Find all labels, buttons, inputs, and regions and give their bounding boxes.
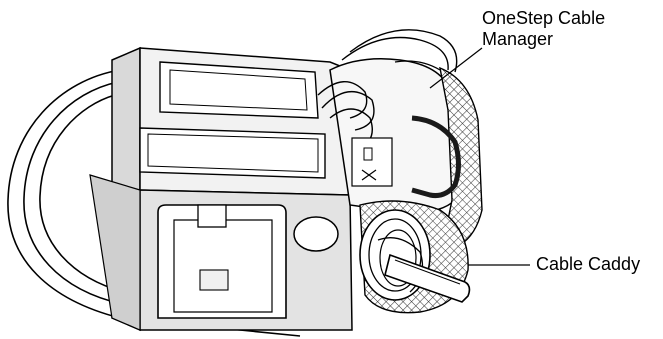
cable-caddy-callout: Cable Caddy xyxy=(536,254,640,275)
callout-label: Cable Caddy xyxy=(536,254,640,274)
front-round-port xyxy=(294,217,338,251)
callout-label-line1: OneStep Cable xyxy=(482,8,657,29)
compartment-latch xyxy=(198,205,226,227)
manager-label-panel xyxy=(352,138,392,186)
onestep-cable-manager-callout: OneStep Cable Manager xyxy=(482,8,657,50)
callout-label-line2: Manager xyxy=(482,29,657,50)
display-window-lower xyxy=(140,128,325,178)
